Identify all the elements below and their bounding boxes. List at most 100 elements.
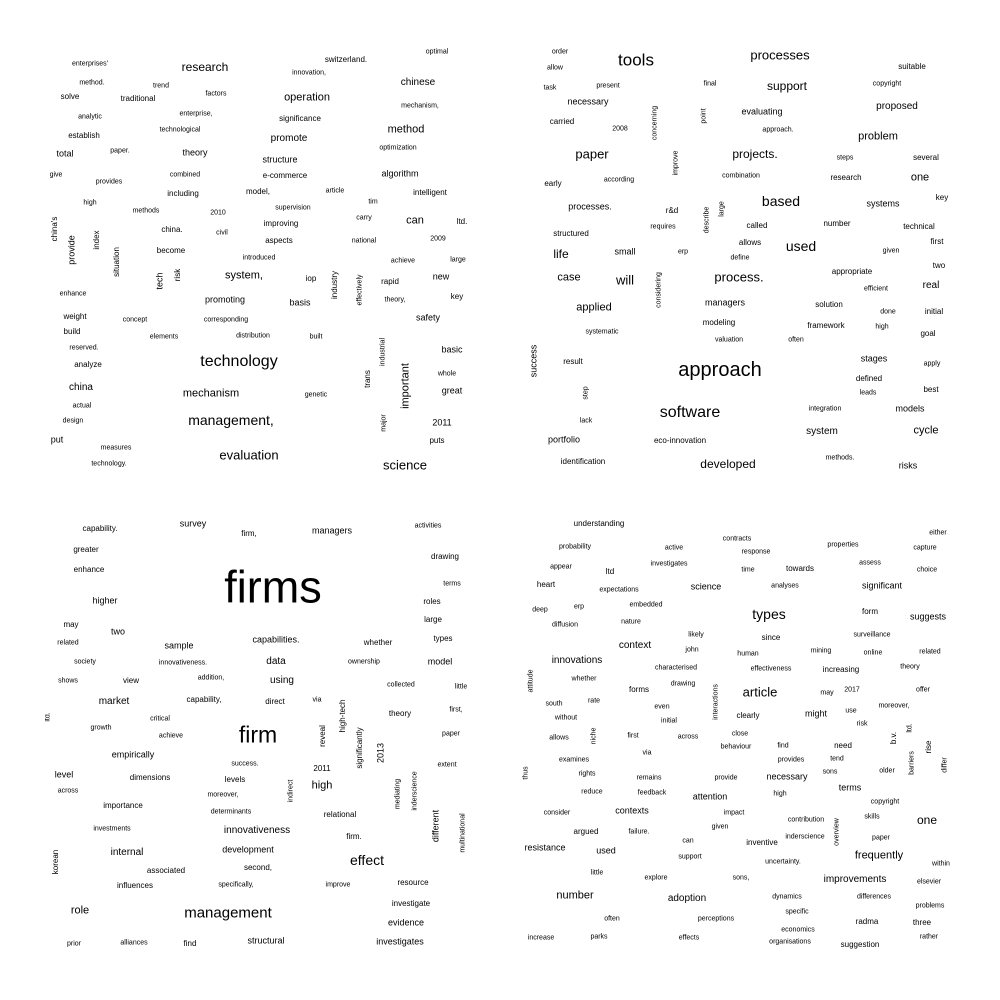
cloud-word: via	[642, 749, 652, 757]
cloud-word: capability,	[186, 695, 222, 704]
cloud-word: framework	[807, 321, 845, 330]
cloud-word: requires	[650, 223, 676, 231]
cloud-word: support	[766, 79, 808, 93]
cloud-word: case	[557, 271, 581, 284]
cloud-word: first	[930, 237, 944, 246]
cloud-word: relational	[323, 810, 357, 819]
cloud-word: processes.	[568, 201, 612, 212]
cloud-word: structural	[247, 935, 285, 946]
cloud-word: online	[863, 649, 883, 657]
cloud-word: high-tech	[338, 699, 347, 733]
cloud-word: capture	[913, 544, 937, 552]
cloud-word: clearly	[736, 711, 760, 720]
cloud-word: paper	[575, 146, 609, 162]
cloud-word: 2009	[430, 235, 446, 243]
cloud-word: factors	[205, 90, 227, 98]
cloud-word: ltd.	[906, 723, 914, 733]
cloud-word: technology	[200, 353, 278, 370]
cloud-word: necessary	[766, 771, 808, 782]
cloud-word: initial	[924, 307, 944, 316]
cloud-word: trend	[153, 82, 169, 90]
cloud-word: theory	[388, 709, 412, 718]
cloud-word: one	[910, 171, 930, 184]
cloud-word: design	[62, 417, 84, 425]
cloud-word: effect	[350, 852, 384, 868]
cloud-word: algorithm	[381, 168, 419, 179]
cloud-word: argued	[573, 827, 599, 836]
cloud-word: offer	[916, 686, 930, 694]
cloud-word: capabilities.	[252, 634, 300, 645]
cloud-word: effects	[678, 934, 700, 942]
cloud-word: elements	[149, 333, 179, 341]
cloud-word: niche	[590, 727, 598, 745]
cloud-word: done	[880, 308, 896, 316]
cloud-word: thus	[522, 766, 530, 780]
cloud-word: achieve	[158, 732, 184, 740]
cloud-word: apply	[923, 360, 941, 368]
cloud-word: small	[614, 246, 636, 257]
cloud-word: stages	[860, 353, 888, 364]
cloud-word: can	[682, 837, 694, 845]
cloud-word: determinants	[210, 808, 252, 816]
cloud-word: large	[450, 256, 466, 264]
cloud-word: 2008	[612, 125, 628, 133]
cloud-word: assess	[859, 559, 881, 567]
cloud-word: extent	[437, 761, 457, 769]
cloud-word: find	[183, 939, 197, 948]
cloud-word: china.	[161, 225, 183, 234]
cloud-word: terms	[443, 580, 461, 588]
cloud-word: shows	[58, 677, 78, 685]
cloud-word: measures	[100, 444, 132, 452]
cloud-word: rights	[578, 770, 596, 778]
cloud-word: real	[922, 280, 940, 291]
cloud-word: greater	[73, 545, 99, 554]
cloud-word: initial	[661, 717, 677, 725]
cloud-word: evaluation	[219, 447, 279, 463]
cloud-word: research	[830, 173, 862, 182]
cloud-word: describe	[703, 206, 711, 234]
cloud-word: firm	[238, 721, 278, 748]
cloud-word: research	[181, 60, 229, 74]
cloud-word: model,	[245, 187, 271, 196]
cloud-word: erp	[677, 248, 689, 256]
cloud-word: important	[399, 363, 412, 409]
cloud-word: across	[677, 733, 699, 741]
cloud-word: ltd.	[45, 712, 52, 722]
cloud-word: steps	[836, 154, 854, 162]
cloud-word: improvements	[823, 874, 887, 885]
cloud-word: intelligent	[413, 188, 447, 197]
cloud-word: analyze	[74, 360, 102, 369]
cloud-word: trans	[363, 370, 372, 388]
cloud-word: process.	[714, 269, 764, 285]
cloud-word: specifically,	[218, 881, 254, 889]
cloud-word: via	[312, 696, 322, 704]
cloud-word: addition,	[197, 674, 225, 682]
cloud-word: industrial	[379, 337, 387, 367]
cloud-word: probability	[559, 543, 591, 551]
cloud-word: need	[834, 741, 852, 750]
cloud-word: appropriate	[831, 267, 873, 276]
cloud-word: capability.	[82, 524, 118, 533]
cloud-word: best	[923, 385, 939, 394]
cloud-word: mechanism,	[401, 102, 439, 110]
cloud-word: called	[746, 221, 768, 230]
cloud-word: success.	[231, 760, 259, 768]
cloud-word: terms	[838, 782, 862, 793]
cloud-word: given	[711, 823, 729, 831]
cloud-word: industry	[330, 270, 339, 300]
cloud-word: reserved.	[69, 344, 99, 352]
cloud-word: iop	[305, 274, 317, 283]
cloud-word: copyright	[870, 798, 900, 806]
cloud-word: lack	[579, 417, 593, 425]
cloud-word: firms	[224, 561, 322, 613]
cloud-word: associated	[146, 866, 186, 875]
cloud-word: expectations	[599, 586, 639, 594]
cloud-word: distribution	[236, 332, 270, 340]
cloud-word: several	[913, 153, 939, 162]
cloud-word: whether	[571, 675, 597, 683]
cloud-word: large	[718, 201, 726, 217]
cloud-word: point	[700, 108, 708, 124]
cloud-word: promoting	[204, 294, 246, 305]
